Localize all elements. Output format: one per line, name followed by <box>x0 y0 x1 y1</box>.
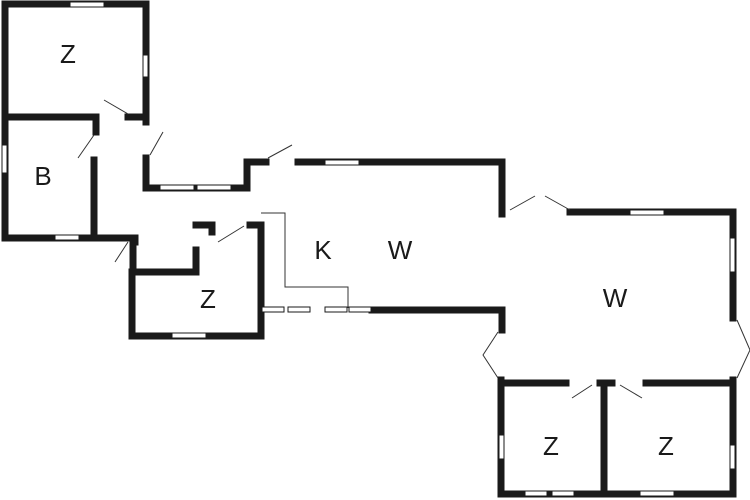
window <box>524 490 548 497</box>
wall-z-b <box>1 113 100 136</box>
wall-kw-top <box>294 158 506 218</box>
doors <box>77 99 750 399</box>
window <box>324 159 360 166</box>
room-label-living: W <box>603 283 628 313</box>
wall-z-middle <box>128 221 265 340</box>
window <box>324 306 348 313</box>
window <box>159 184 195 191</box>
room-label-bedroom: Z <box>658 431 674 461</box>
room-label-bathroom: B <box>34 161 51 191</box>
wall-w-top <box>566 208 737 322</box>
room-label-bedroom: Z <box>543 431 559 461</box>
window <box>142 54 149 78</box>
room-labels: Z B Z K W W Z Z <box>34 39 674 461</box>
walls <box>1 0 737 498</box>
window <box>1 144 8 174</box>
wall-z-middle-top <box>192 221 216 236</box>
room-label-bedroom: Z <box>60 39 76 69</box>
window <box>348 306 372 313</box>
door-swing <box>77 99 750 399</box>
wall-w-right-lower <box>497 376 737 498</box>
windows <box>1 1 736 497</box>
window <box>196 184 232 191</box>
window <box>171 332 207 339</box>
wall-top-left <box>1 0 150 126</box>
window <box>551 490 575 497</box>
room-label-bedroom: Z <box>200 284 216 314</box>
window <box>729 444 736 470</box>
window <box>498 434 505 460</box>
window <box>639 490 675 497</box>
room-label-kitchen: K <box>314 235 332 265</box>
room-label-living: W <box>388 235 413 265</box>
window <box>54 234 80 241</box>
window <box>69 1 105 8</box>
wall-corridor <box>142 154 270 192</box>
window <box>287 306 311 313</box>
window <box>729 237 736 273</box>
window <box>261 306 285 313</box>
window <box>629 209 665 216</box>
kitchen-counter <box>261 212 349 308</box>
